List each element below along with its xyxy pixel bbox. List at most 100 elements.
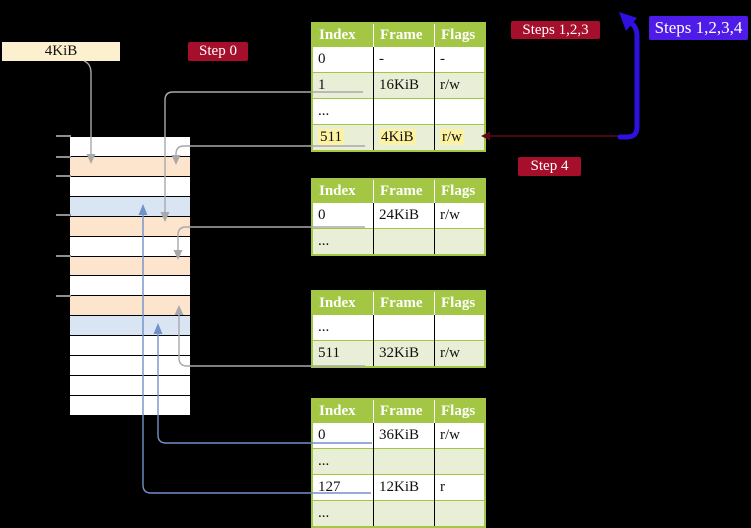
badge-steps-1-2-3: Steps 1,2,3 xyxy=(511,21,600,39)
table-cell: 4KiB xyxy=(373,124,435,151)
cell-text: 0 xyxy=(318,51,326,67)
column-header: Flags xyxy=(434,399,485,423)
badge-steps-1-2-3-4: Steps 1,2,3,4 xyxy=(649,16,748,40)
cell-text: 0 xyxy=(318,207,326,223)
memory-frame-row-9 xyxy=(70,316,190,337)
memory-frame-row-1 xyxy=(70,156,190,177)
memory-frame-row-11 xyxy=(70,356,190,377)
memory-frame-row-5 xyxy=(70,236,190,257)
memory-frame-row-4 xyxy=(70,216,190,237)
table-cell: - xyxy=(373,46,435,73)
table-cell xyxy=(373,98,435,125)
table-cell: ... xyxy=(312,98,374,125)
table-cell: ... xyxy=(312,500,374,527)
table-cell xyxy=(434,98,485,125)
cell-text: 32KiB xyxy=(379,345,420,361)
cell-text: 24KiB xyxy=(379,207,420,223)
memory-frame-row-0 xyxy=(70,137,190,157)
arrow-steps-1-2-3-4 xyxy=(617,12,640,140)
table-cell: 12KiB xyxy=(373,474,435,501)
table-cell: ... xyxy=(312,314,374,341)
table-cell: 32KiB xyxy=(373,340,435,367)
table-cell: 16KiB xyxy=(373,72,435,99)
column-header: Frame xyxy=(373,291,435,315)
table-cell xyxy=(434,228,485,255)
cell-text: ... xyxy=(318,103,330,119)
table-cell: 1 xyxy=(312,72,374,99)
column-header: Index xyxy=(312,291,374,315)
table-cell: r xyxy=(434,474,485,501)
memory-tick xyxy=(56,175,71,177)
cell-text: r xyxy=(440,479,445,495)
table-row: ... xyxy=(312,314,485,341)
column-header: Index xyxy=(312,399,374,423)
memory-tick xyxy=(56,295,71,297)
memory-tick xyxy=(56,135,71,137)
memory-frame-row-13 xyxy=(70,395,190,415)
memory-tick xyxy=(56,255,71,257)
cell-text: r/w xyxy=(440,427,460,443)
memory-frame-row-6 xyxy=(70,256,190,277)
table-cell: 24KiB xyxy=(373,202,435,229)
cell-text: ... xyxy=(318,453,330,469)
table-cell xyxy=(434,448,485,475)
table-cell: 36KiB xyxy=(373,422,435,449)
table-row: 0 36KiB r/w xyxy=(312,422,485,449)
page-size-label: 4KiB xyxy=(2,42,120,61)
table-cell: r/w xyxy=(434,72,485,99)
arrow-steps-1-2-3 xyxy=(481,131,620,141)
column-header: Frame xyxy=(373,23,435,47)
cell-text: - xyxy=(379,51,384,67)
cell-text: 16KiB xyxy=(379,77,420,93)
cell-text: r/w xyxy=(440,345,460,361)
cell-text: 12KiB xyxy=(379,479,420,495)
cell-text: 511 xyxy=(318,345,340,361)
column-header: Flags xyxy=(434,291,485,315)
table-cell xyxy=(373,448,435,475)
cell-text: r/w xyxy=(440,77,460,93)
table-cell: 0 xyxy=(312,422,374,449)
table-cell: 511 xyxy=(312,340,374,367)
table-cell: - xyxy=(434,46,485,73)
table-cell: 127 xyxy=(312,474,374,501)
cell-text: 1 xyxy=(318,77,326,93)
column-header: Index xyxy=(312,23,374,47)
table-cell: r/w xyxy=(434,202,485,229)
cell-text: - xyxy=(440,51,445,67)
memory-tick xyxy=(56,214,71,216)
column-header: Frame xyxy=(373,399,435,423)
column-header: Index xyxy=(312,179,374,203)
table-cell: ... xyxy=(312,228,374,255)
cell-text: 0 xyxy=(318,427,326,443)
table-row: ... xyxy=(312,228,485,255)
highlighted-cell-text: 511 xyxy=(318,129,344,145)
table-cell xyxy=(373,500,435,527)
table-cell: r/w xyxy=(434,340,485,367)
memory-tick xyxy=(56,156,71,158)
table-row: 0 - - xyxy=(312,46,485,73)
badge-step-4: Step 4 xyxy=(518,157,581,176)
table-cell: r/w xyxy=(434,124,485,151)
table-row: ... xyxy=(312,448,485,475)
physical-memory-column xyxy=(70,137,190,415)
column-header: Flags xyxy=(434,23,485,47)
table-cell: ... xyxy=(312,448,374,475)
table-row: 127 12KiB r xyxy=(312,474,485,501)
table-cell: 511 xyxy=(312,124,374,151)
cell-text: 36KiB xyxy=(379,427,420,443)
table-row: ... xyxy=(312,98,485,125)
memory-frame-row-3 xyxy=(70,196,190,217)
cell-text: 127 xyxy=(318,479,341,495)
cell-text: ... xyxy=(318,505,330,521)
memory-frame-row-2 xyxy=(70,176,190,197)
